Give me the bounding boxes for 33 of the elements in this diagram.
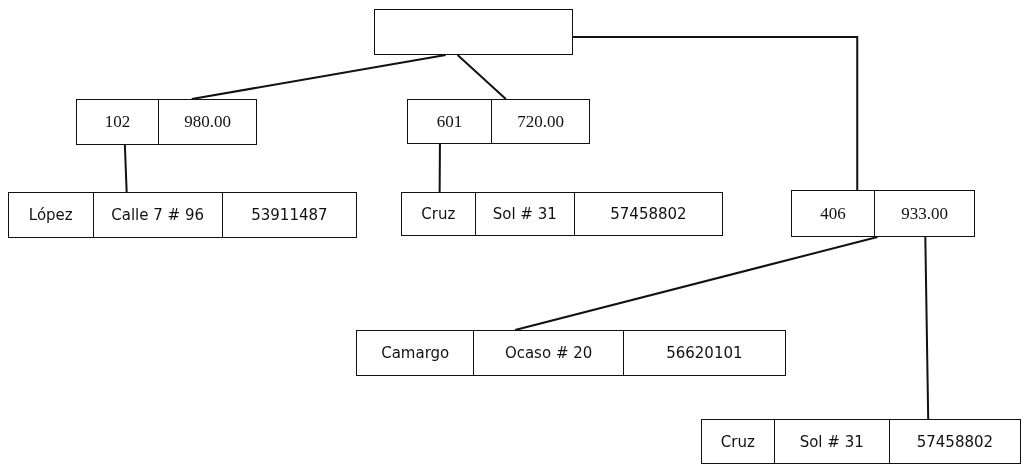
record-field: 980.00 [158, 100, 256, 144]
record-field: 601 [408, 100, 492, 143]
connector-line [438, 143, 441, 193]
record-field: Camargo [357, 331, 474, 375]
connector-line [123, 144, 128, 193]
record-field: 102 [77, 100, 159, 144]
record-field: Sol # 31 [773, 420, 889, 463]
record-field: Cruz [402, 193, 475, 235]
connector-line [924, 236, 930, 420]
record-field: López [9, 193, 93, 237]
connector-line [572, 36, 859, 191]
record-field: 53911487 [221, 193, 356, 237]
record-field: 720.00 [491, 100, 589, 143]
record-box [401, 192, 723, 236]
record-field: 56620101 [622, 331, 785, 375]
record-field: 57458802 [573, 193, 722, 235]
empty-box [374, 9, 573, 55]
record-field: 933.00 [874, 191, 974, 236]
record-box [791, 190, 975, 237]
record-field: Sol # 31 [474, 193, 574, 235]
connector-line [514, 236, 879, 331]
record-box [8, 192, 357, 238]
record-box [701, 419, 1021, 464]
record-box [407, 99, 590, 144]
connector-line [190, 54, 447, 100]
record-box [356, 330, 786, 376]
record-field: 406 [792, 191, 875, 236]
record-field: Calle 7 # 96 [92, 193, 222, 237]
connector-line [456, 54, 507, 100]
record-box [76, 99, 257, 145]
record-field: 57458802 [888, 420, 1020, 463]
record-field: Ocaso # 20 [473, 331, 623, 375]
record-field: Cruz [702, 420, 774, 463]
